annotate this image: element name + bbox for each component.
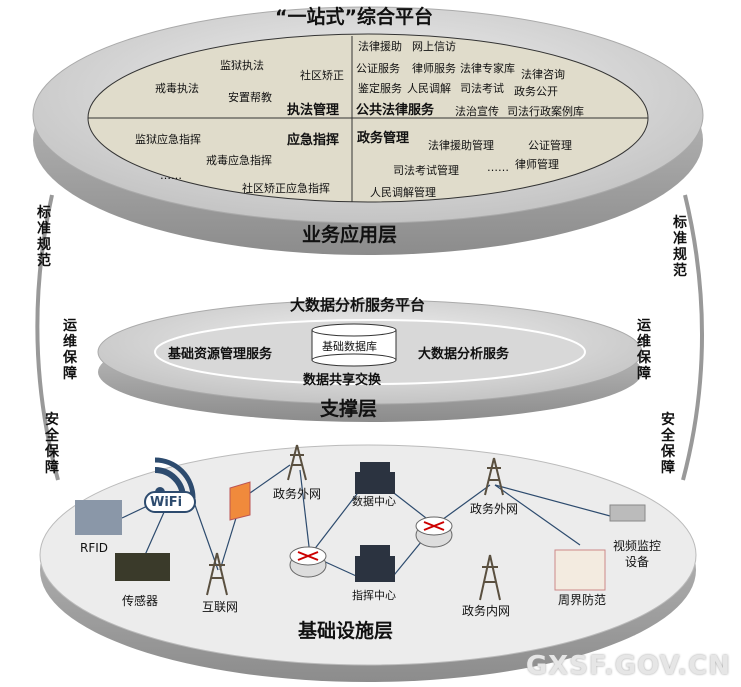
item: 司法考试 bbox=[460, 82, 504, 95]
data-exchange: 数据共享交换 bbox=[303, 373, 382, 388]
right-operations: 运维保障 bbox=[637, 318, 651, 382]
wifi-label: WiFi bbox=[150, 495, 183, 510]
wifi-icon bbox=[144, 457, 196, 513]
right-standards: 标准规范 bbox=[673, 215, 687, 279]
item: 监狱应急指挥 bbox=[135, 133, 201, 146]
database-icon bbox=[311, 323, 397, 367]
item: 政务公开 bbox=[514, 85, 558, 98]
item: 法治宣传 bbox=[455, 105, 499, 118]
building-icon bbox=[355, 545, 395, 582]
resource-service: 基础资源管理服务 bbox=[168, 347, 273, 362]
item: 网上信访 bbox=[412, 40, 456, 53]
business-layer-label: 业务应用层 bbox=[302, 224, 398, 246]
right-security: 安全保障 bbox=[661, 412, 675, 476]
right-arc bbox=[681, 194, 704, 481]
building-icon bbox=[355, 462, 395, 494]
gov-extranet-label: 政务外网 bbox=[470, 502, 519, 516]
public-legal-service-heading: 公共法律服务 bbox=[356, 103, 435, 118]
left-security: 安全保障 bbox=[45, 412, 59, 476]
item: 监狱执法 bbox=[220, 59, 264, 72]
database-label: 基础数据库 bbox=[322, 340, 377, 353]
command-center-label: 指挥中心 bbox=[352, 589, 396, 602]
item: 法律咨询 bbox=[521, 68, 565, 81]
network-links bbox=[121, 464, 626, 581]
item: 社区矫正应急指挥 bbox=[242, 182, 330, 195]
emergency-command-heading: 应急指挥 bbox=[287, 133, 340, 148]
item: 律师管理 bbox=[515, 158, 559, 171]
tower-icon bbox=[287, 444, 307, 481]
support-layer-label: 支撑层 bbox=[320, 398, 378, 420]
item: 鉴定服务 bbox=[358, 82, 402, 95]
router-icon bbox=[415, 516, 453, 548]
analysis-service: 大数据分析服务 bbox=[418, 347, 510, 362]
item: 戒毒应急指挥 bbox=[206, 154, 272, 167]
rfid-icon bbox=[75, 500, 122, 535]
left-standards: 标准规范 bbox=[37, 205, 51, 269]
firewall-icon bbox=[229, 481, 251, 521]
item: 公证管理 bbox=[528, 139, 572, 152]
perimeter-label: 周界防范 bbox=[558, 593, 607, 607]
item: 法律援助管理 bbox=[428, 139, 494, 152]
item: 人民调解 bbox=[407, 82, 451, 95]
gov-intranet-label: 政务内网 bbox=[462, 604, 511, 618]
video-label: 视频监控设备 bbox=[612, 539, 661, 569]
left-operations: 运维保障 bbox=[63, 318, 77, 382]
item: 司法考试管理 bbox=[393, 164, 459, 177]
infrastructure-layer-label: 基础设施层 bbox=[298, 620, 394, 642]
business-platform-title: “一站式”综合平台 bbox=[275, 6, 433, 28]
sensor-label: 传感器 bbox=[122, 594, 159, 608]
law-enforcement-heading: 执法管理 bbox=[287, 103, 340, 118]
watermark: GXSF.GOV.CN bbox=[525, 651, 731, 681]
tower-icon bbox=[484, 457, 504, 496]
item: 法律援助 bbox=[358, 40, 402, 53]
item: 法律专家库 bbox=[460, 62, 515, 75]
item: 律师服务 bbox=[412, 62, 456, 75]
government-affairs-heading: 政务管理 bbox=[357, 131, 410, 146]
tower-icon bbox=[479, 554, 501, 601]
internet-label: 互联网 bbox=[202, 600, 239, 614]
tower-icon bbox=[206, 552, 228, 596]
left-arc bbox=[35, 194, 60, 481]
gov-extranet-label: 政务外网 bbox=[273, 487, 322, 501]
item: 戒毒执法 bbox=[155, 82, 199, 95]
rfid-label: RFID bbox=[80, 541, 109, 555]
item: …… bbox=[160, 169, 182, 182]
item: 司法行政案例库 bbox=[507, 105, 584, 118]
item: …… bbox=[487, 161, 509, 174]
item: 安置帮教 bbox=[228, 91, 272, 104]
perimeter-icon bbox=[554, 549, 606, 591]
data-center-label: 数据中心 bbox=[352, 495, 396, 508]
support-platform-title: 大数据分析服务平台 bbox=[290, 296, 426, 314]
camera-icon bbox=[609, 504, 646, 522]
item: 社区矫正 bbox=[300, 69, 344, 82]
item: 人民调解管理 bbox=[370, 186, 436, 199]
router-icon bbox=[289, 546, 327, 578]
sensor-icon bbox=[115, 553, 170, 581]
item: 公证服务 bbox=[356, 62, 400, 75]
